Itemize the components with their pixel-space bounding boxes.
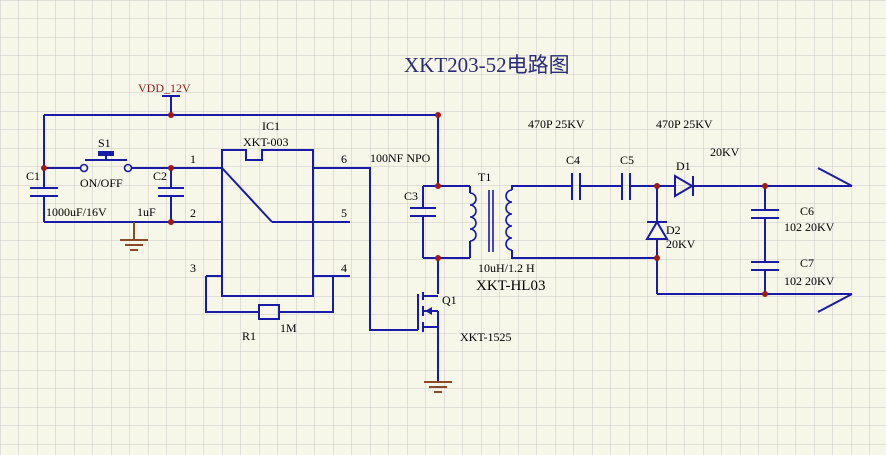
resistor-r1: R1 1M xyxy=(205,276,334,343)
c3-ref: C3 xyxy=(404,189,418,203)
c6-value: 102 20KV xyxy=(784,220,835,234)
ic1-ref: IC1 xyxy=(262,119,280,133)
diode-d2: D2 20KV xyxy=(645,186,696,294)
ground-symbol-right xyxy=(424,381,452,393)
c7-value: 102 20KV xyxy=(784,274,835,288)
t1-value: 10uH/1.2 H xyxy=(478,261,535,275)
switch-s1: S1 ON/OFF xyxy=(44,136,222,190)
c3-value: 100NF NPO xyxy=(370,151,431,165)
capacitor-c6: C6 102 20KV xyxy=(751,186,835,262)
c6-ref: C6 xyxy=(800,204,814,218)
capacitor-c1: C1 1000uF/16V xyxy=(26,168,107,222)
c5-value: 470P 25KV xyxy=(656,117,713,131)
q1-part: XKT-1525 xyxy=(460,330,512,344)
s1-value: ON/OFF xyxy=(80,176,123,190)
transformer-t1: T1 10uH/1.2 H XKT-HL03 xyxy=(469,170,657,294)
ic1-pin-1: 1 xyxy=(190,152,196,166)
junction-dots xyxy=(41,112,768,297)
d1-value: 20KV xyxy=(710,145,740,159)
q1-ref: Q1 xyxy=(442,293,457,307)
capacitor-c3: 100NF NPO C3 xyxy=(370,151,470,259)
capacitor-c2: C2 1uF xyxy=(137,168,184,222)
s1-ref: S1 xyxy=(98,136,111,150)
diode-d1: D1 20KV xyxy=(674,145,852,198)
ic1-pin-4: 4 xyxy=(341,261,347,275)
c4-value: 470P 25KV xyxy=(528,117,585,131)
c1-ref: C1 xyxy=(26,169,40,183)
ic1-chip: IC1 XKT-003 1 2 3 4 5 6 xyxy=(190,119,350,297)
d1-ref: D1 xyxy=(676,159,691,173)
r1-ref: R1 xyxy=(242,329,256,343)
c2-value: 1uF xyxy=(137,205,156,219)
ic1-part: XKT-003 xyxy=(243,135,289,149)
gate-drive-wire xyxy=(350,167,418,331)
c7-ref: C7 xyxy=(800,256,814,270)
diagram-title: XKT203-52电路图 xyxy=(404,53,570,77)
mosfet-q1: Q1 XKT-1525 xyxy=(417,258,512,382)
capacitor-c5: 470P 25KV C5 xyxy=(620,117,713,200)
output-electrode-top xyxy=(817,167,853,187)
c4-ref: C4 xyxy=(566,153,580,167)
t1-ref: T1 xyxy=(478,170,491,184)
output-electrode-bottom xyxy=(817,293,853,313)
ic1-pin-3: 3 xyxy=(190,261,196,275)
d2-ref: D2 xyxy=(666,223,681,237)
vdd-supply: VDD_12V xyxy=(138,81,191,115)
c2-ref: C2 xyxy=(153,169,167,183)
ic1-pin-5: 5 xyxy=(341,206,347,220)
capacitor-c7: C7 102 20KV xyxy=(751,256,835,294)
ground-symbol-left xyxy=(120,222,148,251)
ic1-pin-2: 2 xyxy=(190,206,196,220)
r1-value: 1M xyxy=(280,321,297,335)
c5-ref: C5 xyxy=(620,153,634,167)
vdd-label: VDD_12V xyxy=(138,81,191,95)
t1-part: XKT-HL03 xyxy=(476,278,545,294)
c1-value: 1000uF/16V xyxy=(46,205,107,219)
ic1-pin-6: 6 xyxy=(341,152,347,166)
d2-value: 20KV xyxy=(666,237,696,251)
